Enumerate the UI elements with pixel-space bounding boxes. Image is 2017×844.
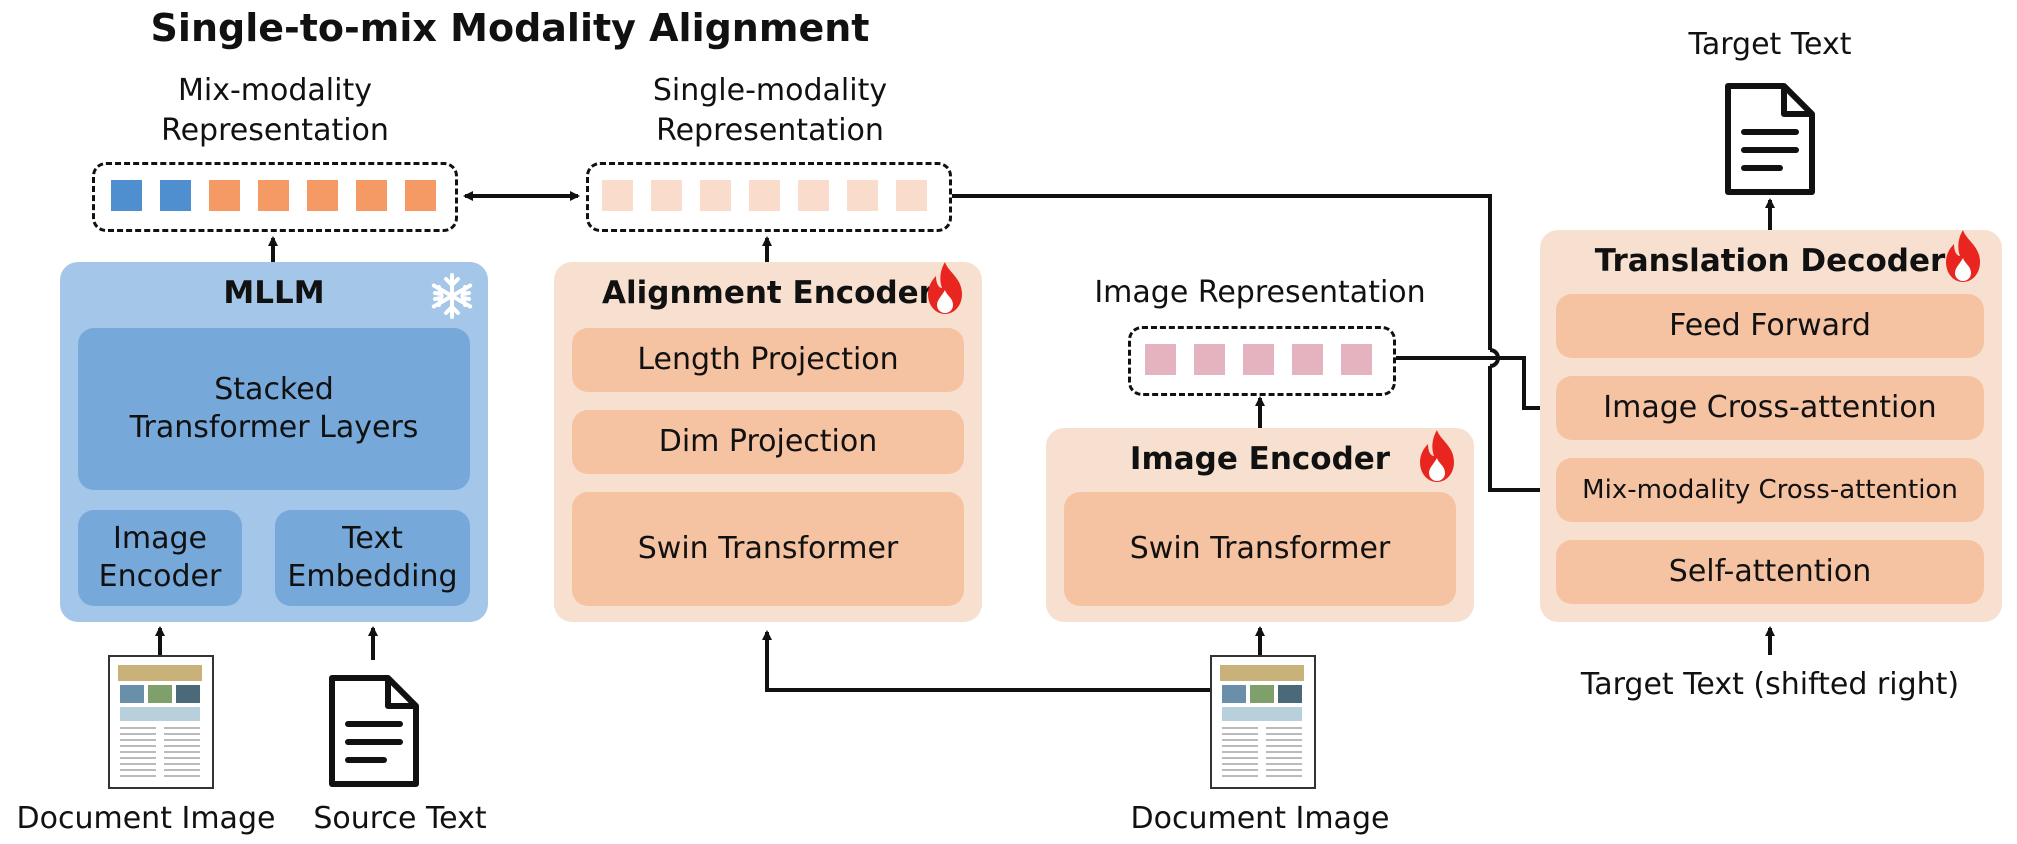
- translation-decoder-title: Translation Decoder: [1594, 243, 1946, 279]
- single-repr-label-line1: Single-modality: [652, 73, 888, 108]
- mix-token-orange: [405, 180, 436, 211]
- diagram-title: Single-to-mix Modality Alignment: [150, 6, 870, 50]
- mllm-text-emb-line1: Text: [342, 521, 403, 556]
- align-swin-transformer-layer: Swin Transformer: [572, 492, 964, 606]
- mix-repr-label-line1: Mix-modality: [178, 73, 372, 108]
- single-token: [749, 180, 780, 211]
- source-document-icon: [326, 672, 422, 790]
- image-cross-attention-layer: Image Cross-attention: [1556, 376, 1984, 440]
- mix-modality-cross-attention-layer: Mix-modality Cross-attention: [1556, 458, 1984, 522]
- stacked-line1: Stacked: [214, 372, 334, 407]
- single-token: [847, 180, 878, 211]
- single-token: [896, 180, 927, 211]
- line-single-to-decoder-a: [948, 194, 1492, 350]
- image-token: [1194, 344, 1225, 375]
- stacked-transformer-layers: Stacked Transformer Layers: [78, 328, 470, 490]
- target-text-shifted-label: Target Text (shifted right): [1580, 667, 1960, 702]
- fire-icon: [1940, 228, 1986, 284]
- document-image-mid-label: Document Image: [1130, 801, 1390, 836]
- mix-token-orange: [307, 180, 338, 211]
- image-token: [1243, 344, 1274, 375]
- single-repr-label-line2: Representation: [656, 113, 884, 148]
- source-text-label: Source Text: [313, 801, 487, 836]
- single-token: [651, 180, 682, 211]
- document-image-icon: [108, 655, 214, 789]
- snowflake-icon: [428, 272, 476, 320]
- mllm-image-encoder: Image Encoder: [78, 510, 242, 606]
- fire-icon: [922, 260, 968, 316]
- arrow-doc-to-align-encoder: [762, 630, 1210, 692]
- image-token: [1341, 344, 1372, 375]
- document-image-left-label: Document Image: [16, 801, 276, 836]
- alignment-encoder-title: Alignment Encoder: [602, 275, 934, 311]
- mix-token-orange: [356, 180, 387, 211]
- mllm-img-enc-line1: Image: [113, 521, 207, 556]
- image-encoder-title: Image Encoder: [1129, 441, 1391, 477]
- stacked-line2: Transformer Layers: [129, 410, 419, 445]
- single-token: [700, 180, 731, 211]
- mix-token-orange: [209, 180, 240, 211]
- document-icon: [1722, 80, 1818, 198]
- mllm-text-embedding: Text Embedding: [275, 510, 470, 606]
- mix-repr-label-line2: Representation: [161, 113, 389, 148]
- mix-token-blue: [160, 180, 191, 211]
- fire-icon: [1414, 428, 1460, 484]
- document-image-icon: [1210, 655, 1316, 789]
- image-repr-label: Image Representation: [1094, 275, 1426, 310]
- mllm-title: MLLM: [223, 275, 325, 311]
- length-projection-layer: Length Projection: [572, 328, 964, 392]
- image-token: [1292, 344, 1323, 375]
- image-swin-transformer-layer: Swin Transformer: [1064, 492, 1456, 606]
- self-attention-layer: Self-attention: [1556, 540, 1984, 604]
- mix-token-blue: [111, 180, 142, 211]
- arrow-single-to-mix-cross-attn: [1488, 366, 1554, 495]
- single-token: [602, 180, 633, 211]
- feed-forward-layer: Feed Forward: [1556, 294, 1984, 358]
- target-text-label: Target Text: [1688, 27, 1852, 62]
- dim-projection-layer: Dim Projection: [572, 410, 964, 474]
- mllm-text-emb-line2: Embedding: [287, 559, 458, 594]
- arrow-image-repr-to-image-cross-attn: [1394, 356, 1554, 413]
- mllm-img-enc-line2: Encoder: [98, 559, 222, 594]
- image-token: [1145, 344, 1176, 375]
- mix-token-orange: [258, 180, 289, 211]
- single-token: [798, 180, 829, 211]
